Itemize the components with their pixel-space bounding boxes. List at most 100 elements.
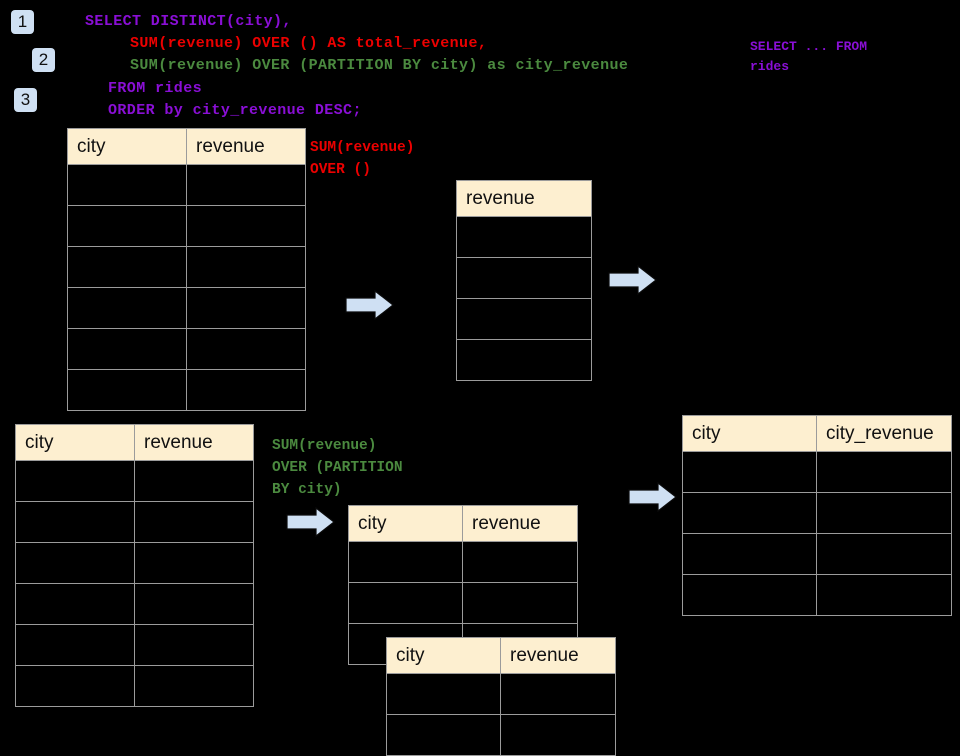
table-cell xyxy=(386,673,501,715)
table-row xyxy=(456,339,592,381)
table-header-row: city revenue xyxy=(348,505,578,542)
table-cell xyxy=(134,583,254,625)
table-row xyxy=(15,460,254,502)
table-cell xyxy=(67,328,187,370)
table-header-row: city revenue xyxy=(67,128,306,165)
column-header-revenue: revenue xyxy=(462,505,578,542)
arrow-total-to-result-icon xyxy=(608,264,658,296)
column-header-city: city xyxy=(386,637,501,674)
table-cell xyxy=(348,582,463,624)
table-row xyxy=(456,257,592,299)
table-cell xyxy=(15,460,135,502)
diagram-canvas: 1 2 3 SELECT DISTINCT(city), SUM(revenue… xyxy=(11,10,952,756)
table-cell xyxy=(186,287,306,329)
table-cell xyxy=(682,533,817,575)
table-rides-bottom: city revenue xyxy=(15,424,254,707)
table-cell xyxy=(456,216,592,258)
table-cell xyxy=(15,542,135,584)
table-row xyxy=(456,298,592,340)
table-cell xyxy=(456,257,592,299)
table-cell xyxy=(816,574,952,616)
table-row xyxy=(67,369,306,411)
table-cell xyxy=(682,451,817,493)
table-row xyxy=(386,714,616,756)
annotation-total-revenue-line2: OVER () xyxy=(310,162,371,178)
table-cell xyxy=(500,714,616,756)
step-badge-3[interactable]: 3 xyxy=(14,88,37,112)
table-row xyxy=(456,216,592,258)
table-header-row: city city_revenue xyxy=(682,415,952,452)
table-cell xyxy=(134,542,254,584)
annotation-city-revenue-line3: BY city) xyxy=(272,482,342,498)
column-header-city: city xyxy=(15,424,135,461)
table-row xyxy=(348,582,578,624)
table-cell xyxy=(134,501,254,543)
column-header-city: city xyxy=(348,505,463,542)
table-row xyxy=(67,205,306,247)
table-row xyxy=(682,574,952,616)
column-header-revenue: revenue xyxy=(134,424,254,461)
table-row xyxy=(67,164,306,206)
table-cell xyxy=(15,501,135,543)
table-cell xyxy=(386,714,501,756)
table-cell xyxy=(15,583,135,625)
caption-select-from-line2: rides xyxy=(750,59,790,74)
column-header-city: city xyxy=(682,415,817,452)
step-badge-1[interactable]: 1 xyxy=(11,10,34,34)
table-cell xyxy=(134,665,254,707)
table-total-revenue: revenue xyxy=(456,180,592,381)
table-cell xyxy=(15,665,135,707)
table-row xyxy=(15,542,254,584)
table-partition-back: city revenue xyxy=(348,505,578,665)
table-cell xyxy=(186,164,306,206)
table-cell xyxy=(682,574,817,616)
table-row xyxy=(386,673,616,715)
column-header-city: city xyxy=(67,128,187,165)
table-header-row: revenue xyxy=(456,180,592,217)
table-cell xyxy=(67,246,187,288)
table-cell xyxy=(816,533,952,575)
table-row xyxy=(15,624,254,666)
table-city-revenue: city city_revenue xyxy=(682,415,952,616)
table-partition-front: city revenue xyxy=(386,637,616,756)
annotation-city-revenue-line1: SUM(revenue) xyxy=(272,438,377,454)
table-row xyxy=(682,451,952,493)
table-cell xyxy=(67,164,187,206)
table-rides-top: city revenue xyxy=(67,128,306,411)
arrow-partition-to-result-icon xyxy=(628,481,678,513)
table-row xyxy=(67,287,306,329)
table-header-row: city revenue xyxy=(15,424,254,461)
table-row xyxy=(67,328,306,370)
table-cell xyxy=(186,246,306,288)
table-cell xyxy=(186,328,306,370)
table-row xyxy=(15,583,254,625)
column-header-revenue: revenue xyxy=(500,637,616,674)
table-cell xyxy=(348,541,463,583)
table-cell xyxy=(456,339,592,381)
sql-line-select: SELECT DISTINCT(city), xyxy=(85,13,292,30)
table-cell xyxy=(134,624,254,666)
table-row xyxy=(348,541,578,583)
table-cell xyxy=(816,492,952,534)
table-cell xyxy=(15,624,135,666)
table-row xyxy=(682,492,952,534)
table-cell xyxy=(456,298,592,340)
table-row xyxy=(682,533,952,575)
arrow-rides-to-total-icon xyxy=(345,289,395,321)
sql-line-city-revenue: SUM(revenue) OVER (PARTITION BY city) as… xyxy=(130,57,629,74)
table-cell xyxy=(67,205,187,247)
step-badge-2[interactable]: 2 xyxy=(32,48,55,72)
table-cell xyxy=(462,582,578,624)
sql-line-total-revenue: SUM(revenue) OVER () AS total_revenue, xyxy=(130,35,488,52)
table-cell xyxy=(816,451,952,493)
table-row xyxy=(15,501,254,543)
table-cell xyxy=(682,492,817,534)
table-row xyxy=(15,665,254,707)
annotation-city-revenue-line2: OVER (PARTITION xyxy=(272,460,403,476)
caption-select-from-line1: SELECT ... FROM xyxy=(750,39,868,54)
table-cell xyxy=(67,287,187,329)
table-cell xyxy=(67,369,187,411)
table-cell xyxy=(134,460,254,502)
table-cell xyxy=(186,369,306,411)
table-header-row: city revenue xyxy=(386,637,616,674)
